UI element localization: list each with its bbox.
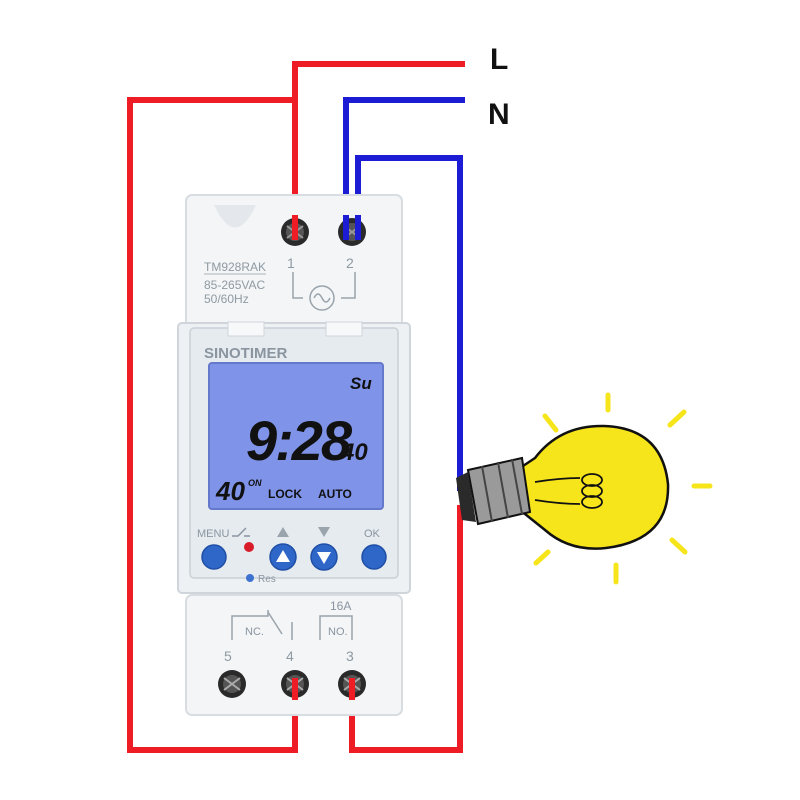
down-arrow-label-icon <box>318 527 330 537</box>
reset-label: Res <box>258 574 276 585</box>
timer-device: 1 2 TM928RAK 85-265VAC 50/60Hz SINOTIMER… <box>177 194 411 716</box>
frequency-label: 50/60Hz <box>204 292 249 306</box>
cover-latch-left <box>227 321 265 337</box>
terminal-4-label: 4 <box>286 648 294 664</box>
lcd-seconds: 40 <box>340 439 368 466</box>
relay-no-label: NO. <box>328 626 348 638</box>
relay-switch-icon <box>231 610 353 640</box>
terminal-5 <box>218 670 246 698</box>
voltage-label: 85-265VAC <box>204 278 265 292</box>
lcd-lock: LOCK <box>268 487 302 501</box>
terminal-2-label: 2 <box>346 255 354 271</box>
ok-button-label: OK <box>364 528 381 540</box>
down-button[interactable] <box>310 543 338 571</box>
brand-label: SINOTIMER <box>204 345 288 362</box>
top-arch-notch <box>214 205 256 228</box>
lcd-screen <box>208 362 384 510</box>
menu-button-label: MENU <box>197 528 229 540</box>
line-wire-feed <box>292 61 465 235</box>
neutral-label: N <box>488 98 510 131</box>
up-button[interactable] <box>269 543 297 571</box>
neutral-wire-feed <box>343 97 465 235</box>
terminal-5-label: 5 <box>224 648 232 664</box>
terminal-2 <box>338 218 366 246</box>
up-arrow-icon <box>276 550 290 562</box>
terminal-1-label: 1 <box>287 255 295 271</box>
lcd-program-state: ON <box>248 478 262 488</box>
bulb-icon <box>456 392 713 585</box>
relay-nc-label: NC. <box>245 626 264 638</box>
ok-button[interactable] <box>361 544 387 570</box>
lcd-time: 9:28 <box>246 409 353 472</box>
menu-button[interactable] <box>201 544 227 570</box>
down-arrow-icon <box>317 552 331 564</box>
line-label: L <box>490 43 508 76</box>
cover-latch-right <box>325 321 363 337</box>
switched-wire-to-bulb <box>349 505 463 753</box>
relay-rating: 16A <box>330 599 351 613</box>
reset-button[interactable] <box>246 574 254 582</box>
up-arrow-label-icon <box>277 527 289 537</box>
line-wire-to-relay <box>127 97 298 753</box>
manual-switch-icon <box>232 527 250 537</box>
terminal-3-label: 3 <box>346 648 354 664</box>
sine-wave-icon <box>292 272 356 311</box>
lcd-mode: AUTO <box>318 487 352 501</box>
lcd-program-number: 40 <box>215 476 245 506</box>
status-led <box>244 542 254 552</box>
model-label: TM928RAK <box>204 260 266 274</box>
lcd-day: Su <box>350 374 372 393</box>
